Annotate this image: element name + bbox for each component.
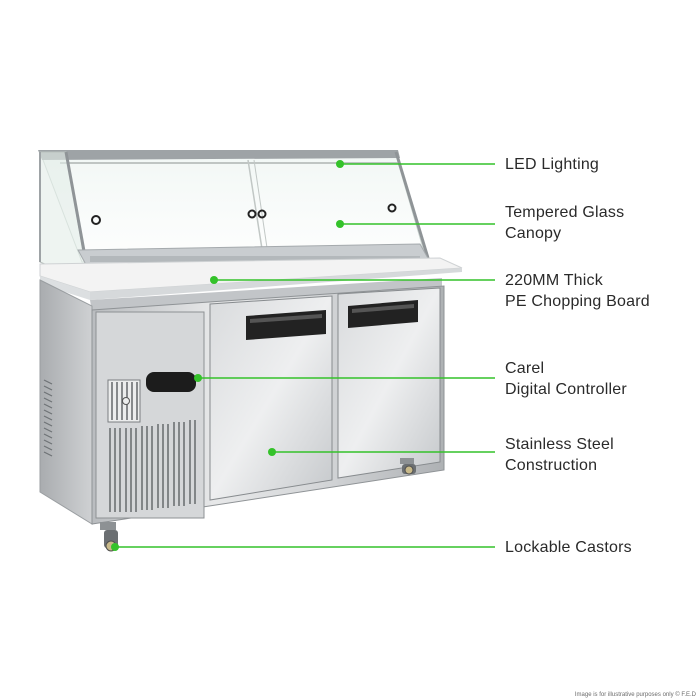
feature-label-line: Stainless Steel — [505, 436, 614, 453]
callout-dot-stainless-steel-construction — [268, 448, 276, 456]
callout-dot-digital-controller — [194, 374, 202, 382]
callout-dot-led-lighting — [336, 160, 344, 168]
feature-label-line: PE Chopping Board — [505, 293, 650, 310]
callout-dot-tempered-glass-canopy — [336, 220, 344, 228]
callout-dot-chopping-board — [210, 276, 218, 284]
feature-label-line: Digital Controller — [505, 381, 627, 398]
feature-label-lockable-castors: Lockable Castors — [505, 537, 632, 558]
feature-label-line: 220MM Thick — [505, 272, 603, 289]
callout-dot-lockable-castors — [111, 543, 119, 551]
compressor-panel — [95, 311, 205, 519]
disclaimer-text: Image is for illustrative purposes only … — [574, 692, 696, 698]
cabinet-doors — [209, 287, 441, 501]
feature-label-line: Construction — [505, 457, 598, 474]
feature-label-line: LED Lighting — [505, 156, 600, 173]
chopping-board-shape — [39, 257, 463, 300]
feature-label-led-lighting: LED Lighting — [505, 154, 599, 175]
feature-label-chopping-board: 220MM Thick PE Chopping Board — [505, 270, 650, 312]
feature-label-line: Canopy — [505, 225, 562, 242]
feature-label-line: Lockable Castors — [505, 539, 632, 556]
feature-label-line: Carel — [505, 360, 545, 377]
feature-label-line: Tempered Glass — [505, 204, 625, 221]
callout-lines — [111, 160, 495, 551]
